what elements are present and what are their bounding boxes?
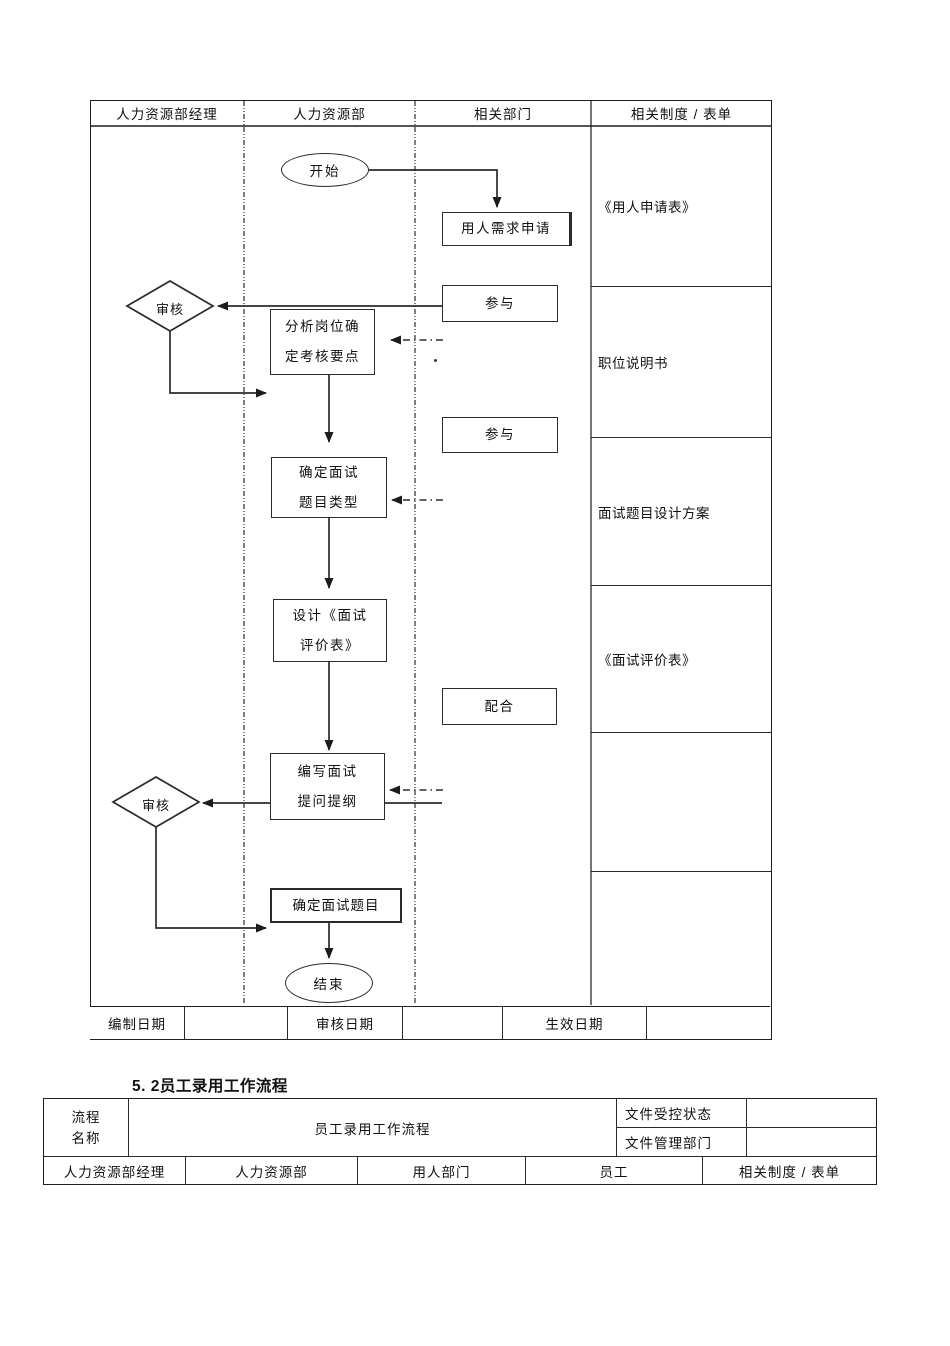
controlled-state-label: 文件受控状态	[617, 1099, 747, 1128]
doc-cell-position-description: 职位说明书	[591, 287, 771, 438]
analyze-position-box: 分析岗位确 定考核要点	[270, 309, 375, 375]
footer-review-date-value	[403, 1007, 503, 1039]
lane-header-hr-dept: 人力资源部	[293, 107, 366, 122]
doc-cell-evaluation-form: 《面试评价表》	[591, 586, 771, 733]
t2-lane-hr-dept: 人力资源部	[186, 1156, 358, 1184]
t2-lane-employee: 员工	[526, 1156, 703, 1184]
arrow-start-to-demand	[369, 169, 502, 208]
t2-lane-related-docs: 相关制度 / 表单	[703, 1156, 876, 1184]
flowchart-header-row: 人力资源部经理 人力资源部 相关部门 相关制度 / 表单	[90, 100, 772, 126]
write-outline-box: 编写面试 提问提纲	[270, 753, 385, 820]
footer-compile-date-value	[185, 1007, 288, 1039]
footer-review-date-label: 审核日期	[288, 1007, 403, 1039]
review1-label: 审核	[155, 302, 184, 317]
review2-label: 审核	[141, 798, 170, 813]
participate-box-2: 参与	[442, 417, 558, 453]
related-docs-column: 《用人申请表》 职位说明书 面试题目设计方案 《面试评价表》	[591, 126, 771, 1006]
doc-cell-empty-2	[591, 872, 771, 1006]
date-footer-row: 编制日期 审核日期 生效日期	[90, 1006, 770, 1039]
arrow-review2-down-right	[155, 827, 267, 933]
controlled-state-value	[747, 1099, 876, 1128]
doc-cell-question-design-plan: 面试题目设计方案	[591, 438, 771, 586]
doc-cell-empty-1	[591, 733, 771, 872]
flow-name-value: 员工录用工作流程	[129, 1099, 617, 1156]
section-heading-5-2: 5. 2员工录用工作流程	[132, 1078, 288, 1095]
managing-dept-label: 文件管理部门	[617, 1128, 747, 1156]
arrow-review1-down-right	[169, 331, 267, 398]
start-node: 开始	[281, 153, 369, 187]
flowchart-table-border	[90, 100, 772, 1040]
lane-header-related-docs: 相关制度 / 表单	[630, 107, 733, 122]
cooperate-box: 配合	[442, 688, 557, 725]
managing-dept-value	[747, 1128, 876, 1156]
footer-effective-date-value	[647, 1007, 770, 1039]
participate-box-1: 参与	[442, 285, 558, 322]
review2-diamond	[111, 776, 201, 828]
confirm-questions-box: 确定面试题目	[270, 888, 402, 923]
t2-lane-hr-manager: 人力资源部经理	[44, 1156, 186, 1184]
t2-lane-employing-dept: 用人部门	[358, 1156, 526, 1184]
stray-dot	[434, 359, 437, 362]
end-node: 结束	[285, 963, 373, 1003]
lane-header-hr-manager: 人力资源部经理	[116, 107, 218, 122]
flow-name-label: 流程 名称	[44, 1099, 129, 1156]
design-evaluation-form-box: 设计《面试 评价表》	[273, 599, 387, 662]
doc-cell-application-form: 《用人申请表》	[591, 126, 771, 287]
review1-diamond	[125, 280, 215, 332]
staffing-demand-box: 用人需求申请	[442, 212, 572, 246]
lane-header-related-dept: 相关部门	[474, 107, 532, 122]
question-type-box: 确定面试 题目类型	[271, 457, 387, 518]
flow-info-table: 流程 名称 员工录用工作流程 文件受控状态 文件管理部门 人力资源部经理 人力资…	[43, 1098, 877, 1185]
footer-effective-date-label: 生效日期	[503, 1007, 647, 1039]
footer-compile-date-label: 编制日期	[90, 1007, 185, 1039]
